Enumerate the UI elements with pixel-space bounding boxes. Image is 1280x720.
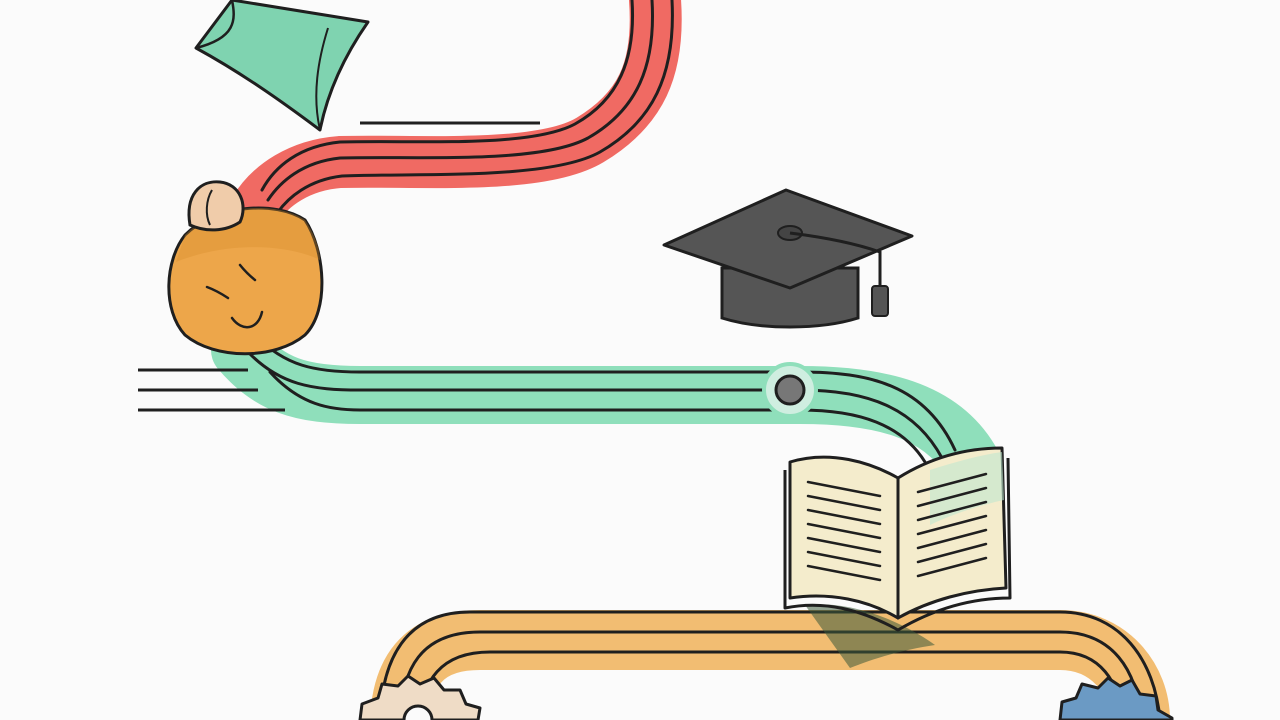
smiling-face-icon <box>167 180 324 356</box>
path-node-icon <box>762 362 818 418</box>
open-book-icon <box>783 446 1012 668</box>
gear-icon <box>358 674 482 720</box>
graduation-cap-icon <box>662 188 914 329</box>
gear-icon <box>1058 676 1174 720</box>
red-path <box>229 0 682 236</box>
kite-icon <box>194 0 370 132</box>
